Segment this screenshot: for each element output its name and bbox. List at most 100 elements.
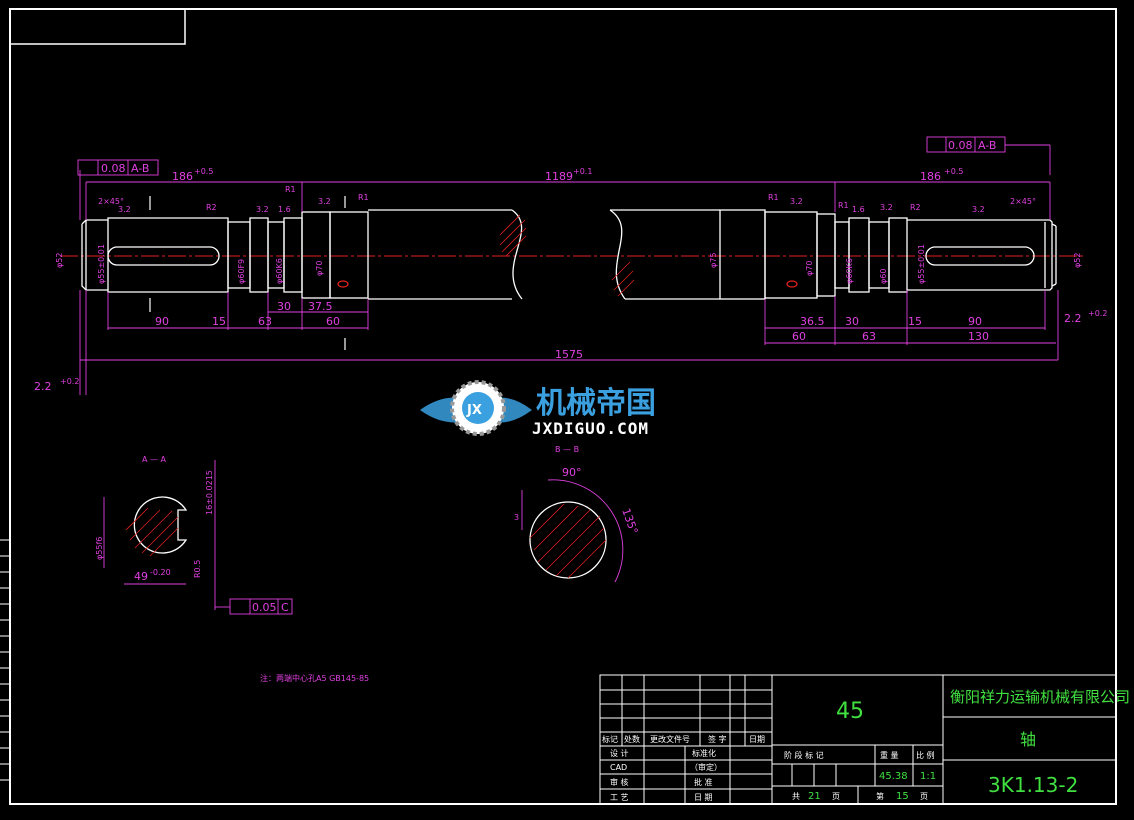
dim-overall: 1575 (555, 348, 583, 361)
dim-dia-r5: φ52 (1073, 253, 1082, 268)
page-label-2: 页 (920, 792, 928, 801)
dim-b-r6: 130 (968, 330, 989, 343)
dim-b-l2: 63 (258, 315, 272, 328)
tol-left-datum: A-B (131, 162, 149, 175)
title-block (599, 674, 1117, 805)
company-name: 衡阳祥力运输机械有限公司 (950, 688, 1130, 706)
dim-gap-left: 2.2 (34, 380, 52, 393)
tol-right-value: 0.08 (948, 139, 973, 152)
shaft-main-view (60, 209, 1085, 300)
dim-mid-length-tol: +0.1 (573, 167, 592, 176)
radius-0: R2 (206, 203, 217, 212)
dimension-texts: 186 +0.5 1189 +0.1 186 +0.5 1575 2×45° 2… (34, 139, 1107, 393)
roughness-2: 1.6 (278, 205, 291, 214)
row0-left: 设 计 (610, 748, 629, 758)
rev-h3: 签 字 (708, 734, 727, 744)
row1-left: CAD (610, 763, 627, 772)
dim-b-r4: 60 (792, 330, 806, 343)
radius-1: R1 (285, 185, 296, 194)
section-aa-width-tol: -0.20 (150, 568, 171, 577)
section-aa: A — A φ55f6 49 -0.20 16±0.0215 R0.5 0.05… (95, 455, 293, 615)
sheet-no: 15 (896, 791, 909, 802)
dim-dia-l1: φ55±0.01 (97, 244, 106, 284)
section-bb-angle2: 135° (619, 507, 640, 536)
dim-right-length: 186 (920, 170, 941, 183)
break-hatch (499, 214, 635, 297)
tol-left-value: 0.08 (101, 162, 126, 175)
tol-section-datum: C (281, 601, 289, 614)
right-keyway (925, 246, 1035, 266)
dim-chamfer-right: 2×45° (1010, 197, 1036, 206)
dim-b-r0: 36.5 (800, 315, 825, 328)
dimension-lines (77, 136, 1059, 395)
dim-dia-r4: φ55±0.01 (917, 244, 926, 284)
section-aa-key: 16±0.0215 (205, 470, 214, 515)
dim-dia-r3: φ60 (879, 269, 888, 284)
section-markers (149, 196, 346, 350)
logo-cn: 机械帝国 (536, 386, 656, 421)
page-label-1: 页 (832, 792, 840, 801)
dim-b-r3: 90 (968, 315, 982, 328)
dim-chamfer-left: 2×45° (98, 197, 124, 206)
dim-b-l0: 90 (155, 315, 169, 328)
row2-mid: 批 准 (694, 777, 713, 787)
rev-h0: 标记 (602, 734, 618, 744)
dim-dia-r1: φ70 (805, 261, 814, 276)
scale-label: 比 例 (916, 750, 935, 760)
tol-right-datum: A-B (978, 139, 996, 152)
dim-mid-length: 1189 (545, 170, 573, 183)
radius-3: R1 (768, 193, 779, 202)
row2-left: 审 核 (610, 777, 629, 787)
row1-mid: （审定） (690, 762, 722, 772)
dim-right-length-tol: +0.5 (944, 167, 963, 176)
dim-gap-left-tol: +0.2 (60, 377, 79, 386)
left-keyway (107, 246, 220, 266)
drawing-number: 3K1.13-2 (988, 773, 1078, 797)
roughness-6: 3.2 (880, 203, 893, 212)
dim-gap-right: 2.2 (1064, 312, 1082, 325)
part-name: 轴 (1020, 730, 1036, 749)
roughness-7: 3.2 (972, 205, 985, 214)
roughness-4: 3.2 (790, 197, 803, 206)
weight: 45.38 (879, 771, 908, 782)
section-bb-depth: 3 (514, 513, 519, 522)
section-bb: B — B 90° 135° 3 (514, 445, 640, 583)
tol-section-value: 0.05 (252, 601, 277, 614)
dim-b-l4: 37.5 (308, 300, 333, 313)
rev-h2: 更改文件号 (650, 734, 690, 744)
corner-box (9, 8, 186, 45)
dim-dia-l2: φ60F9 (237, 259, 246, 284)
roughness-0: 3.2 (256, 205, 269, 214)
radius-5: R2 (910, 203, 921, 212)
row3-left: 工 艺 (610, 793, 629, 802)
section-aa-dia: φ55f6 (95, 537, 104, 560)
row0-mid: 标准化 (692, 748, 716, 758)
stage-label: 阶 段 标 记 (784, 750, 824, 760)
section-aa-width: 49 (134, 570, 148, 583)
roughness-1: 3.2 (318, 197, 331, 206)
row3-mid: 日 期 (694, 793, 713, 802)
rev-h4: 日期 (749, 735, 765, 744)
dim-gap-right-tol: +0.2 (1088, 309, 1107, 318)
total-sheets: 21 (808, 791, 821, 802)
section-bb-angle1: 90° (562, 466, 582, 479)
section-aa-r: R0.5 (193, 560, 202, 578)
total-sheets-label: 共 (792, 792, 800, 801)
logo-en: JXDIGUO.COM (532, 419, 649, 438)
dim-dia-r2: φ60K6 (845, 258, 854, 284)
dim-b-l3: 30 (277, 300, 291, 313)
watermark-logo: JX 机械帝国 JXDIGUO.COM (420, 380, 656, 438)
roughness-5: 1.6 (852, 205, 865, 214)
dim-dia-l4: φ70 (315, 261, 324, 276)
section-bb-label: B — B (555, 445, 579, 454)
dim-b-r5: 63 (862, 330, 876, 343)
radius-4: R1 (838, 201, 849, 210)
weight-label: 重 量 (880, 750, 899, 760)
sheet-label: 第 (876, 791, 884, 801)
dim-dia-r0: φ75 (709, 253, 718, 268)
rev-h1: 处数 (624, 734, 640, 744)
dim-dia-l3: φ60K6 (275, 258, 284, 284)
dim-left-length-tol: +0.5 (194, 167, 213, 176)
radius-2: R1 (358, 193, 369, 202)
